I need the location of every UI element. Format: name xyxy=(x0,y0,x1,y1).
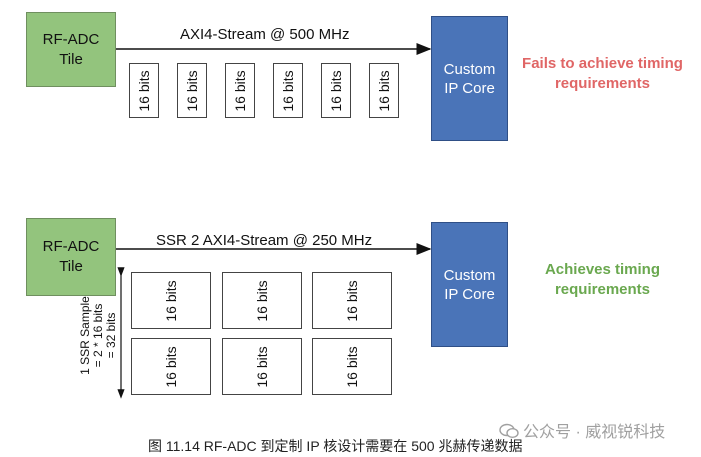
word-grid-r1-c3-label: 16 bits xyxy=(344,279,360,322)
custom-ip-core-top-label: Custom IP Core xyxy=(443,60,496,97)
rf-adc-tile-top: RF-ADC Tile xyxy=(26,12,116,87)
custom-ip-core-bottom: Custom IP Core xyxy=(431,222,508,347)
word-grid-r2-c1-label: 16 bits xyxy=(163,345,179,388)
stream-label-bottom: SSR 2 AXI4-Stream @ 250 MHz xyxy=(156,232,373,249)
word-grid-r2-c3: 16 bits xyxy=(312,338,392,395)
word-grid-r2-c2-label: 16 bits xyxy=(254,345,270,388)
word-grid-r2-c2: 16 bits xyxy=(222,338,302,395)
ssr-note-line-1: 1 SSR Sample xyxy=(77,295,92,375)
word-grid-r2-c3-label: 16 bits xyxy=(344,345,360,388)
timing-status-ok: Achieves timing requirements xyxy=(544,261,661,298)
word-top-1: 16 bits xyxy=(129,63,159,118)
word-grid-r1-c1-label: 16 bits xyxy=(163,279,179,322)
word-top-3: 16 bits xyxy=(225,63,255,118)
word-top-6-label: 16 bits xyxy=(376,69,392,112)
word-top-4-label: 16 bits xyxy=(280,69,296,112)
word-top-6: 16 bits xyxy=(369,63,399,118)
figure-caption: 图 11.14 RF-ADC 到定制 IP 核设计需要在 500 兆赫传递数据 xyxy=(148,438,523,454)
word-top-2-label: 16 bits xyxy=(184,69,200,112)
word-grid-r2-c1: 16 bits xyxy=(131,338,211,395)
custom-ip-core-bottom-label: Custom IP Core xyxy=(443,266,496,303)
word-top-2: 16 bits xyxy=(177,63,207,118)
word-grid-r1-c3: 16 bits xyxy=(312,272,392,329)
timing-status-fail: Fails to achieve timing requirements xyxy=(522,55,683,92)
wechat-icon xyxy=(499,423,519,439)
rf-adc-tile-top-label: RF-ADC Tile xyxy=(42,30,100,68)
watermark: 公众号 · 威视锐科技 xyxy=(499,418,665,442)
ssr-note-line-3: = 32 bits xyxy=(103,312,118,358)
word-top-5-label: 16 bits xyxy=(328,69,344,112)
ssr-note-line-2: = 2 * 16 bits xyxy=(90,303,105,367)
stream-label-top: AXI4-Stream @ 500 MHz xyxy=(180,26,350,43)
rf-adc-tile-bottom-label: RF-ADC Tile xyxy=(42,238,100,275)
word-top-1-label: 16 bits xyxy=(136,69,152,112)
watermark-text: 公众号 · 威视锐科技 xyxy=(523,424,666,441)
word-top-4: 16 bits xyxy=(273,63,303,118)
word-grid-r1-c2: 16 bits xyxy=(222,272,302,329)
word-top-5: 16 bits xyxy=(321,63,351,118)
word-top-3-label: 16 bits xyxy=(232,69,248,112)
word-grid-r1-c2-label: 16 bits xyxy=(254,279,270,322)
word-grid-r1-c1: 16 bits xyxy=(131,272,211,329)
custom-ip-core-top: Custom IP Core xyxy=(431,16,508,141)
rf-adc-tile-bottom: RF-ADC Tile xyxy=(26,218,116,296)
